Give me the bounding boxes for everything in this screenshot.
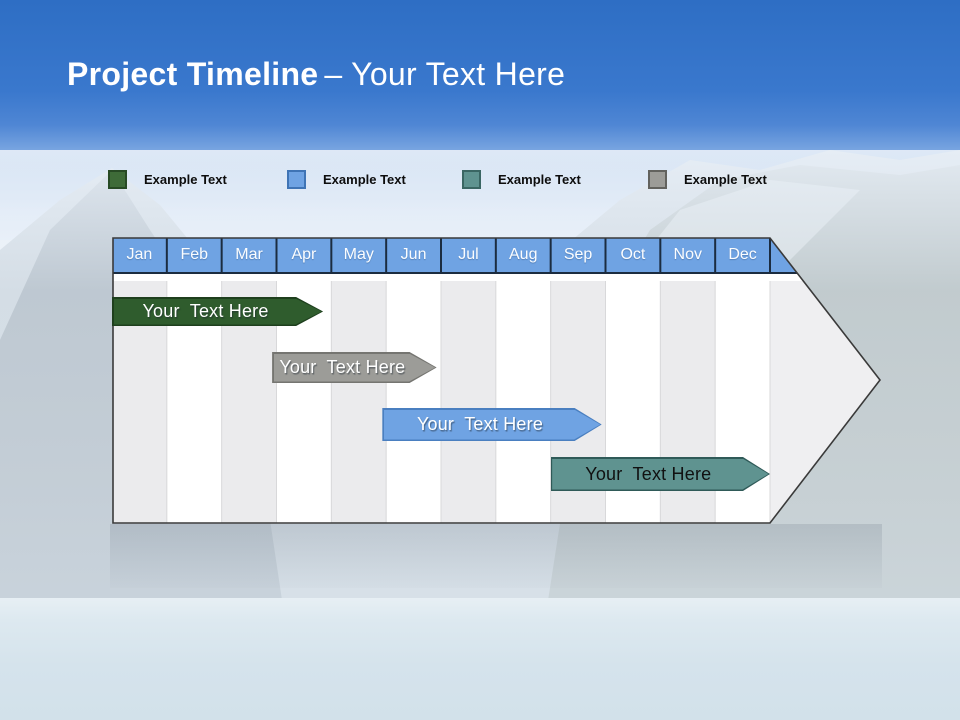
timeline-bar-3[interactable]: Your Text Here: [382, 408, 601, 441]
title-placeholder-text: – Your Text Here: [324, 56, 566, 92]
month-cell-dec: Dec: [728, 246, 757, 263]
legend-swatch: [287, 169, 306, 189]
timeline-chart: Jan Feb Mar Apr May Jun Jul Aug Sep Oct Nov Dec You…: [112, 237, 882, 524]
month-cell-may: May: [343, 246, 374, 263]
legend-label: Example Text: [498, 171, 581, 187]
legend-item-2[interactable]: Example Text: [287, 166, 406, 192]
month-cell-sep: Sep: [563, 246, 593, 263]
month-cell-jan: Jan: [126, 246, 153, 263]
timeline-bar-4[interactable]: Your Text Here: [551, 457, 770, 491]
legend-swatch: [648, 169, 667, 189]
timeline-bar-1[interactable]: Your Text Here: [112, 297, 323, 326]
timeline-bar-2[interactable]: Your Text Here: [272, 352, 437, 383]
legend-item-4[interactable]: Example Text: [648, 166, 767, 192]
timeline-bar-fill: Your Text Here: [552, 459, 768, 490]
slide-title[interactable]: Project Timeline– Your Text Here: [67, 56, 565, 93]
month-cell-feb: Feb: [180, 246, 209, 263]
legend-swatch: [108, 169, 127, 189]
timeline-bar-label: Your Text Here: [416, 414, 544, 434]
legend-label: Example Text: [323, 171, 406, 187]
legend-swatch: [462, 169, 481, 189]
month-cell-aug: Aug: [509, 246, 538, 263]
timeline-bar-fill: Your Text Here: [384, 410, 600, 440]
legend-item-3[interactable]: Example Text: [462, 166, 581, 192]
timeline-bar-label: Your Text Here: [142, 301, 269, 321]
legend: Example Text Example Text Example Text Exam…: [0, 166, 960, 194]
month-cell-mar: Mar: [235, 246, 263, 263]
legend-label: Example Text: [684, 171, 767, 187]
timeline-reflection: [110, 524, 882, 588]
month-cell-nov: Nov: [673, 246, 702, 263]
timeline-bar-label: Your Text Here: [585, 463, 712, 484]
legend-label: Example Text: [144, 171, 227, 187]
month-cell-jun: Jun: [400, 246, 427, 263]
timeline-bar-label: Your Text Here: [279, 357, 406, 377]
title-main-text: Project Timeline: [67, 56, 319, 92]
month-cell-apr: Apr: [291, 246, 317, 263]
background-water: [0, 598, 960, 720]
month-header-row: Jan Feb Mar Apr May Jun Jul Aug Sep Oct Nov Dec: [112, 237, 770, 273]
legend-item-1[interactable]: Example Text: [108, 166, 227, 192]
month-cell-jul: Jul: [458, 246, 479, 263]
timeline-bar-fill: Your Text Here: [274, 354, 436, 382]
month-cell-oct: Oct: [620, 246, 646, 263]
timeline-bar-fill: Your Text Here: [114, 299, 322, 325]
